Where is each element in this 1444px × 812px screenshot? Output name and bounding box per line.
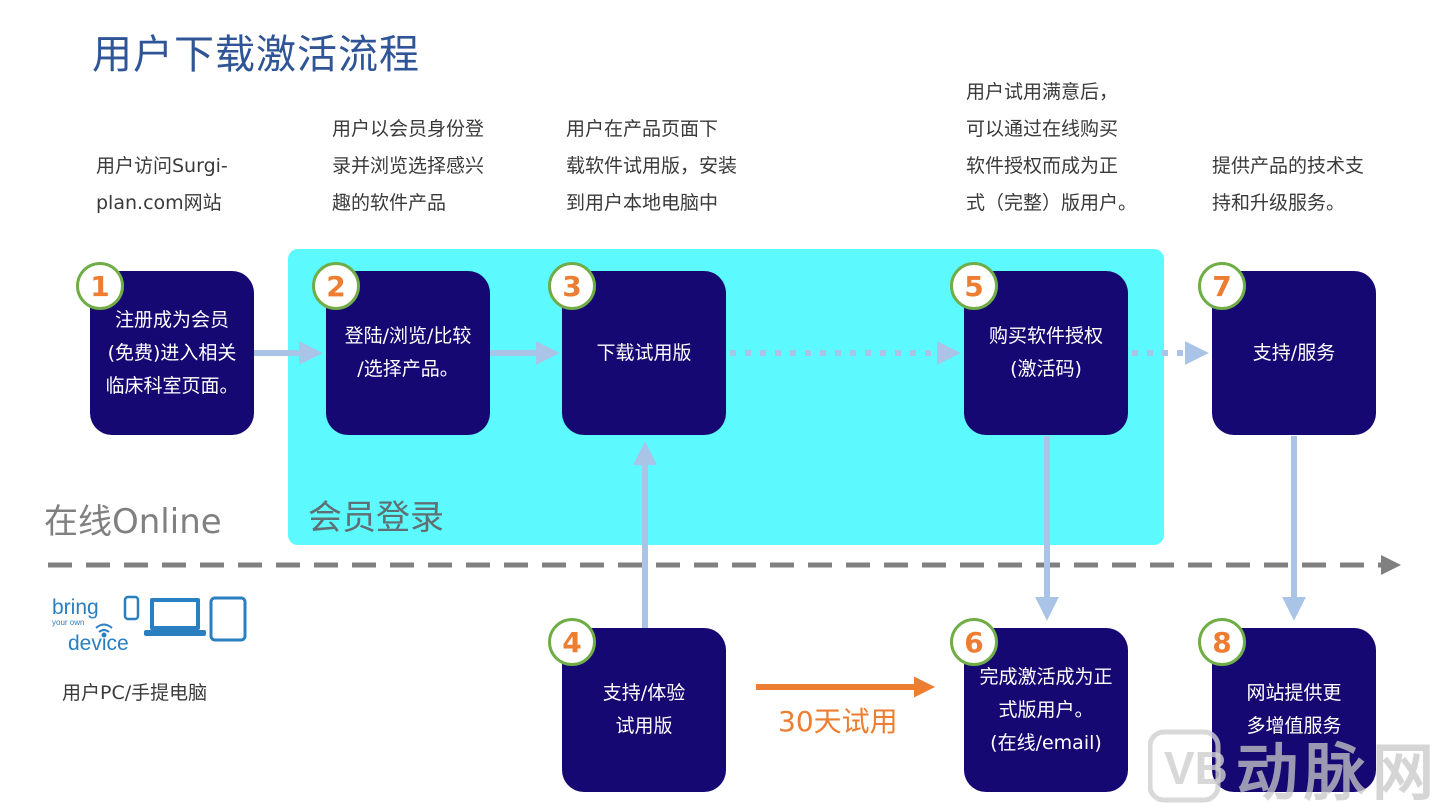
step-5-number-badge: 5 — [950, 262, 998, 310]
step-3-description: 用户在产品页面下 载软件试用版，安装 到用户本地电脑中 — [566, 118, 738, 214]
phone-icon — [123, 595, 140, 621]
step-5-label: 购买软件授权 (激活码) — [988, 325, 1103, 380]
step-2-label: 登陆/浏览/比较 /选择产品。 — [344, 325, 472, 380]
step-7-description: 提供产品的技术支 持和升级服务。 — [1212, 155, 1365, 214]
step-8-number-badge: 8 — [1198, 618, 1246, 666]
byod-text-bring: bring — [52, 596, 99, 619]
svg-text:VB: VB — [1164, 742, 1228, 794]
step-3-label: 下载试用版 — [596, 341, 692, 364]
step-2-number-badge: 2 — [312, 262, 360, 310]
wifi-icon — [95, 623, 113, 638]
step-1-number-badge: 1 — [76, 262, 124, 310]
member-login-label: 会员登录 — [308, 498, 444, 538]
step-4-label: 支持/体验 试用版 — [602, 682, 686, 737]
watermark-text: 动脉网 — [1236, 736, 1441, 809]
laptop-icon — [144, 598, 206, 636]
step-1-description: 用户访问Surgi- plan.com网站 — [96, 155, 228, 214]
tablet-icon — [209, 596, 247, 642]
step-1-label: 注册成为会员 (免费)进入相关 临床科室页面。 — [105, 308, 239, 397]
step-8-label: 网站提供更 多增值服务 — [1246, 682, 1342, 737]
byod-text-your-own: your own — [52, 618, 84, 627]
device-caption: 用户PC/手提电脑 — [62, 682, 208, 704]
step-2-description: 用户以会员身份登 录并浏览选择感兴 趣的软件产品 — [332, 118, 485, 214]
trial-duration-label: 30天试用 — [778, 705, 898, 738]
step-7-number-badge: 7 — [1198, 262, 1246, 310]
watermark-logo-icon: VB — [1148, 729, 1228, 803]
step-5-description: 用户试用满意后， 可以通过在线购买 软件授权而成为正 式（完整）版用户。 — [966, 81, 1138, 214]
step-3-number-badge: 3 — [548, 262, 596, 310]
page-title: 用户下载激活流程 — [92, 32, 420, 78]
step-4-number-badge: 4 — [548, 618, 596, 666]
step-6-number-badge: 6 — [950, 618, 998, 666]
step-6-label: 完成激活成为正 式版用户。 (在线/email) — [979, 665, 1113, 754]
byod-text-device: device — [68, 632, 129, 655]
step-7-label: 支持/服务 — [1252, 341, 1336, 364]
online-label: 在线Online — [44, 502, 222, 542]
